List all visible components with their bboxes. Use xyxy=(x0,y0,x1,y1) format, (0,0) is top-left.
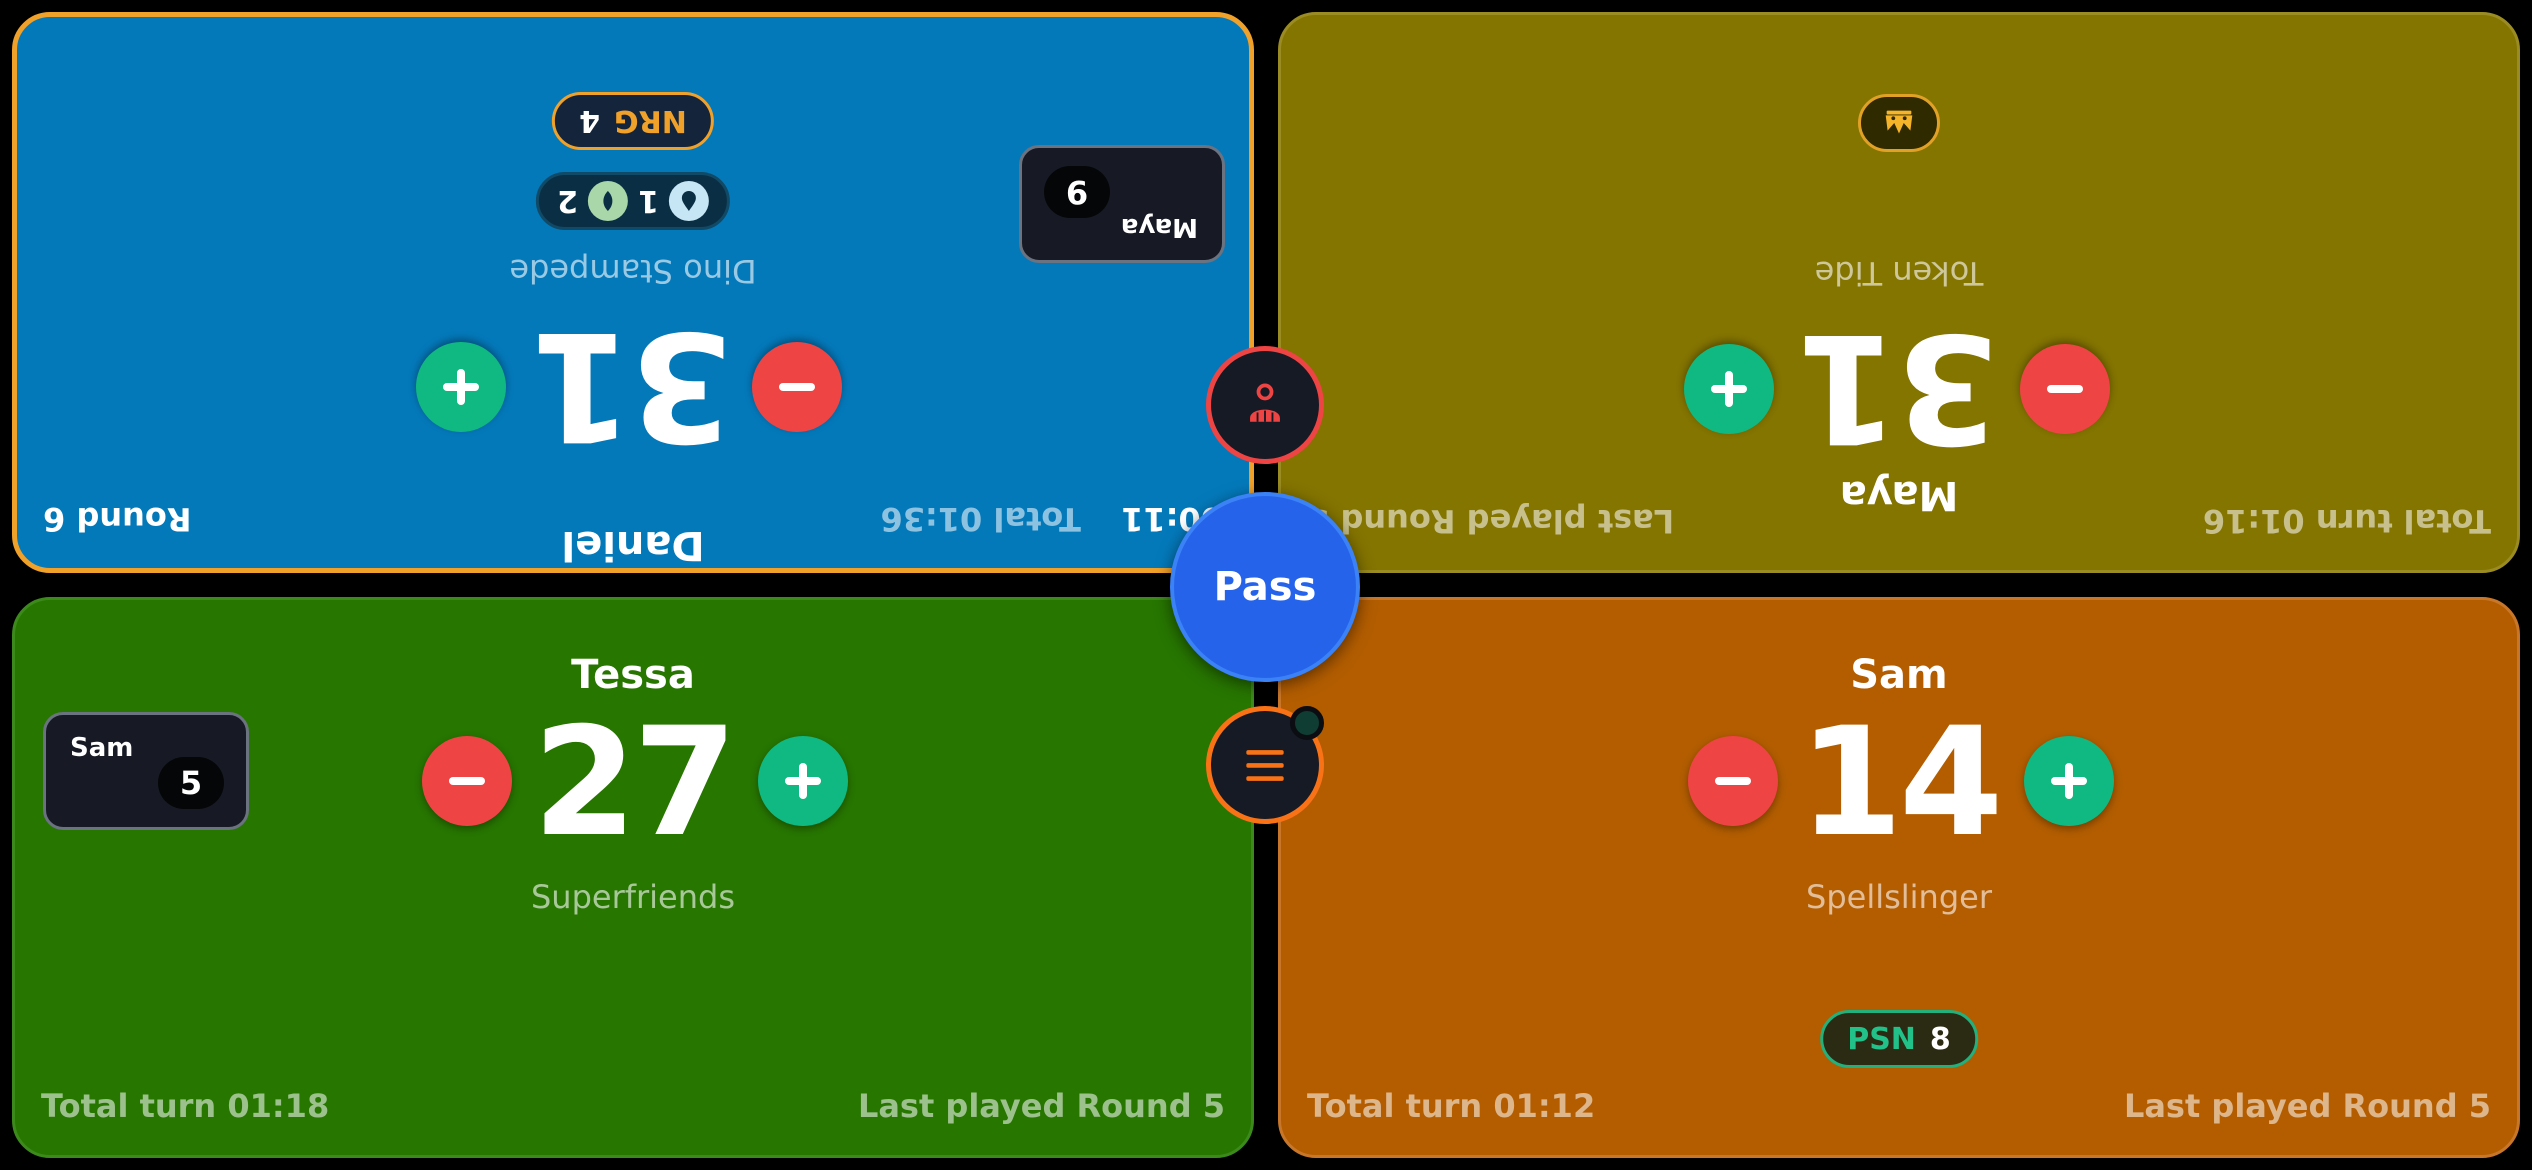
leaf-icon xyxy=(588,181,628,221)
deck-name: Superfriends xyxy=(530,878,735,916)
increase-life-button[interactable] xyxy=(2024,736,2114,826)
notification-dot xyxy=(1290,706,1324,740)
commander-damage-name: Maya xyxy=(1120,212,1198,242)
counter-blue-value: 1 xyxy=(638,183,659,219)
last-played: Last played Round 5 xyxy=(857,1087,1225,1125)
commander-damage-value: 5 xyxy=(158,757,224,809)
pass-turn-button[interactable]: Pass xyxy=(1170,492,1360,682)
player-name: Tessa xyxy=(571,652,695,698)
last-played: Last played Round 5 xyxy=(2123,1087,2491,1125)
deck-name: Spellslinger xyxy=(1806,878,1992,916)
commander-damage-box[interactable]: Sam 5 xyxy=(43,712,249,830)
decrease-life-button[interactable] xyxy=(1688,736,1778,826)
player-icon xyxy=(1250,383,1280,422)
life-total: 31 xyxy=(532,298,734,472)
crown-icon xyxy=(1885,110,1913,134)
deck-name: Token Tide xyxy=(1814,254,1984,292)
player-select-button[interactable] xyxy=(1206,346,1324,464)
minus-icon xyxy=(449,777,485,785)
decrease-life-button[interactable] xyxy=(2020,344,2110,434)
minus-icon xyxy=(779,383,815,391)
plus-icon xyxy=(2051,763,2087,799)
total-turn: Total turn 01:12 xyxy=(1307,1087,1596,1125)
commander-damage-box[interactable]: Maya 9 xyxy=(1019,145,1225,263)
minus-icon xyxy=(1715,777,1751,785)
player-panel-maya: Total turn 01:16 Last played Round 5 May… xyxy=(1278,12,2520,573)
monarch-pill[interactable] xyxy=(1858,94,1940,152)
plus-icon xyxy=(443,369,479,405)
increase-life-button[interactable] xyxy=(758,736,848,826)
increase-life-button[interactable] xyxy=(416,342,506,432)
plus-icon xyxy=(785,763,821,799)
poison-value: 8 xyxy=(1929,1021,1951,1057)
water-drop-icon xyxy=(668,181,709,221)
player-name: Sam xyxy=(1850,652,1948,698)
minus-icon xyxy=(2047,385,2083,393)
commander-damage-value: 9 xyxy=(1044,166,1110,218)
menu-icon xyxy=(1246,750,1284,781)
player-name: Maya xyxy=(1839,472,1959,518)
player-panel-tessa: Tessa 27 Superfriends Sam 5 Total turn 0… xyxy=(12,597,1254,1158)
commander-damage-name: Sam xyxy=(70,733,134,763)
decrease-life-button[interactable] xyxy=(752,342,842,432)
player-panel-daniel: 00:11 Total 01:36 Round 6 Daniel 31 Dino… xyxy=(12,12,1254,573)
decrease-life-button[interactable] xyxy=(422,736,512,826)
energy-value: 4 xyxy=(579,103,601,139)
poison-label: PSN xyxy=(1847,1021,1916,1057)
energy-label: NRG xyxy=(614,103,687,139)
life-total: 31 xyxy=(1798,300,2000,474)
increase-life-button[interactable] xyxy=(1684,344,1774,434)
counter-green-value: 2 xyxy=(557,183,578,219)
life-total: 27 xyxy=(532,696,738,870)
player-name: Daniel xyxy=(561,522,705,568)
poison-pill[interactable]: PSN 8 xyxy=(1820,1010,1978,1068)
counters-pill[interactable]: 1 2 xyxy=(536,172,730,230)
life-total: 14 xyxy=(1798,696,2004,870)
total-turn: Total turn 01:18 xyxy=(41,1087,330,1125)
player-panel-sam: Sam 14 Spellslinger PSN 8 Total turn 01:… xyxy=(1278,597,2520,1158)
energy-pill[interactable]: NRG 4 xyxy=(552,92,714,150)
plus-icon xyxy=(1711,371,1747,407)
